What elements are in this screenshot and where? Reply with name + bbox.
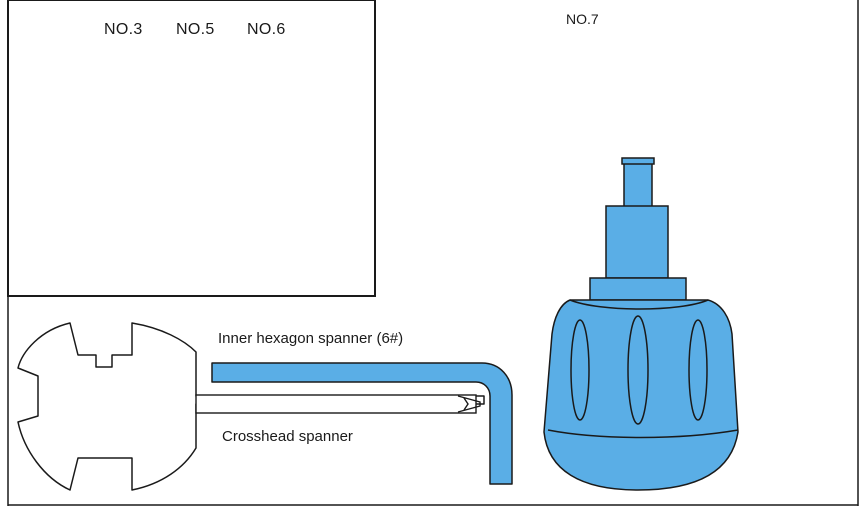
label-no5: NO.5: [176, 21, 215, 38]
label-crosshead-spanner: Crosshead spanner: [222, 428, 353, 445]
label-no6: NO.6: [247, 21, 286, 38]
hex-key-icon: [211, 362, 513, 485]
inset-panel: [7, 0, 376, 297]
crosshead-shaft: [195, 394, 481, 414]
label-inner-hexagon-spanner: Inner hexagon spanner (6#): [218, 330, 404, 347]
screwdriver-icon: [543, 157, 739, 491]
label-no3: NO.3: [104, 21, 143, 38]
multi-slot-spanner-icon: [17, 322, 485, 491]
label-no7: NO.7: [566, 11, 599, 27]
